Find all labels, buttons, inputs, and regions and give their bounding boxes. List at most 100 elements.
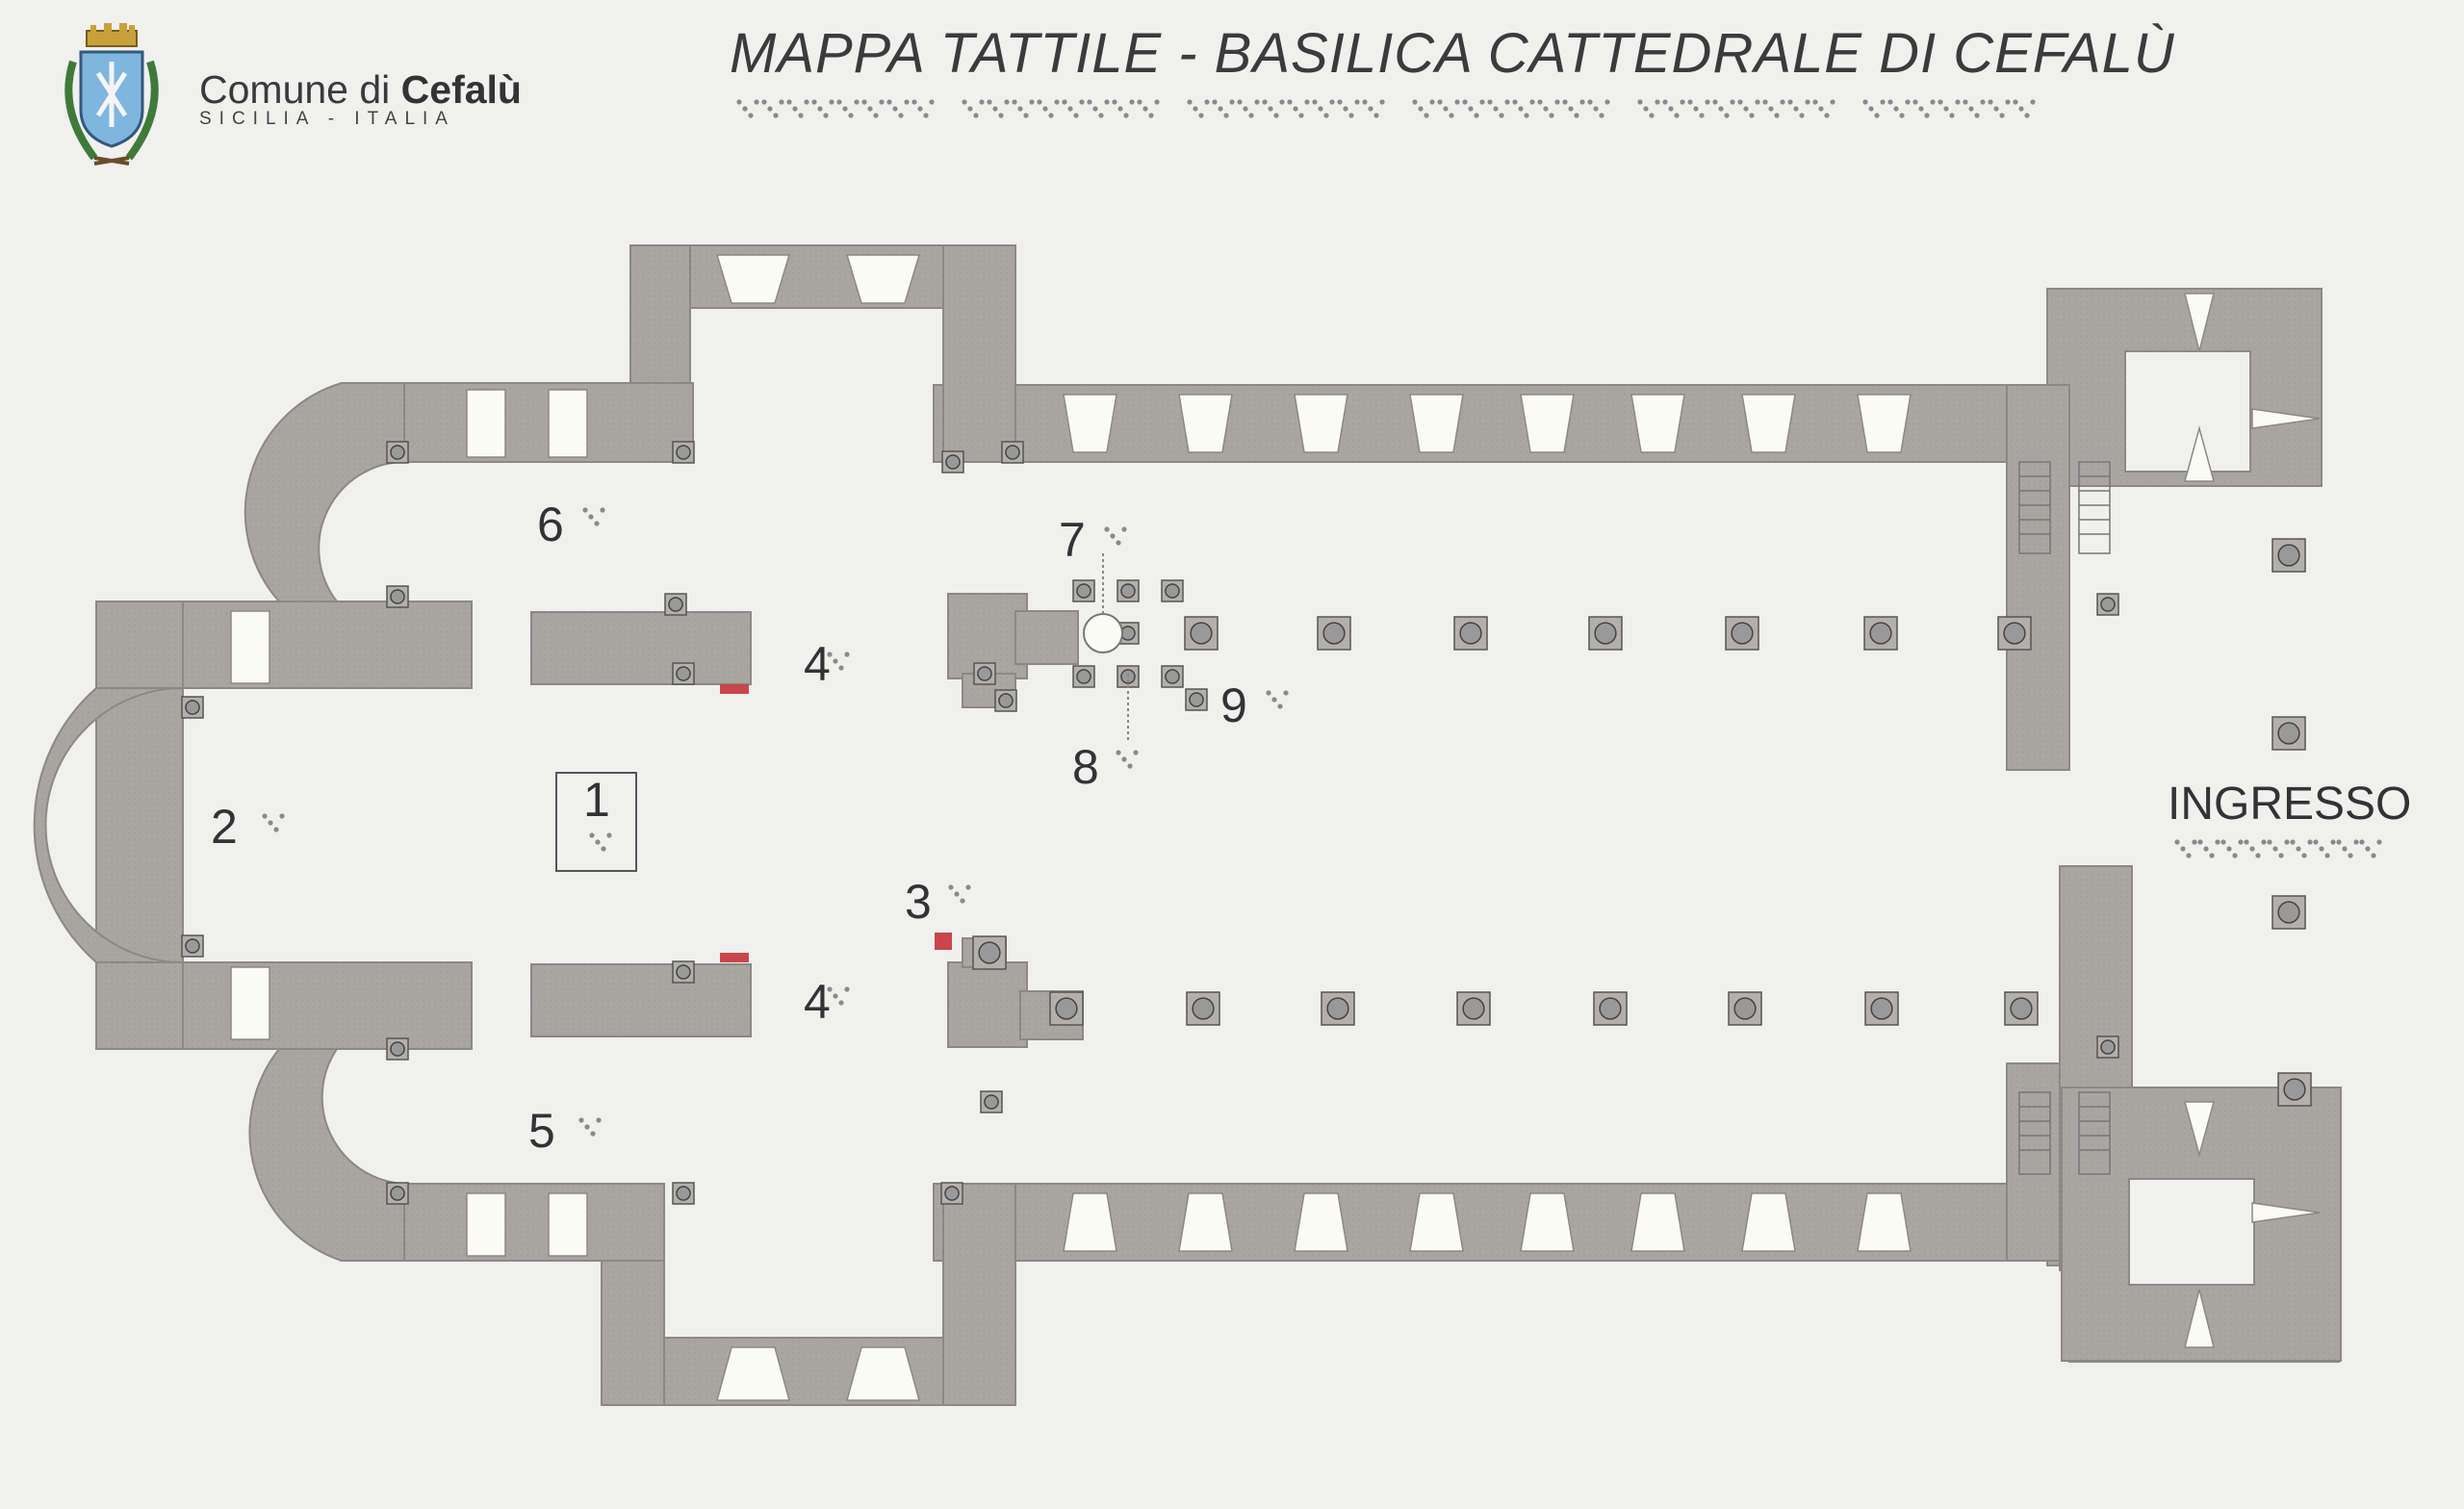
braille-dot bbox=[767, 106, 773, 112]
braille-dot bbox=[1649, 113, 1655, 118]
braille-dot bbox=[2365, 846, 2371, 852]
braille-dot bbox=[1429, 99, 1435, 105]
columns bbox=[181, 441, 2312, 1205]
braille-dot bbox=[1887, 99, 1893, 105]
braille-dot bbox=[1905, 99, 1911, 105]
braille-dot bbox=[2359, 839, 2365, 845]
braille-dot bbox=[1262, 99, 1268, 105]
braille-dot bbox=[1893, 106, 1899, 112]
braille-dot bbox=[1988, 99, 1993, 105]
braille-dot bbox=[987, 99, 992, 105]
braille-dot bbox=[1474, 113, 1479, 118]
braille-dot bbox=[836, 99, 842, 105]
braille-dot bbox=[1273, 113, 1279, 118]
column-shaft bbox=[1322, 622, 1346, 645]
braille-dot bbox=[2324, 853, 2330, 858]
braille-dot bbox=[965, 884, 971, 890]
column-shaft bbox=[1120, 626, 1136, 641]
braille-dot bbox=[1137, 99, 1142, 105]
braille-dot bbox=[992, 106, 998, 112]
braille-dot bbox=[1593, 106, 1599, 112]
column-shaft bbox=[1599, 997, 1622, 1020]
braille-dot bbox=[954, 891, 960, 897]
braille-dot bbox=[1054, 99, 1060, 105]
braille-dot bbox=[1237, 99, 1243, 105]
braille-dot bbox=[1283, 690, 1289, 696]
braille-dot bbox=[2336, 839, 2342, 845]
column-shaft bbox=[1165, 583, 1180, 599]
braille-dot bbox=[2348, 853, 2353, 858]
braille-dot bbox=[268, 820, 273, 826]
braille-dot bbox=[779, 99, 784, 105]
braille-dot bbox=[773, 113, 779, 118]
column-shaft bbox=[390, 1186, 405, 1201]
braille-dot bbox=[1198, 113, 1204, 118]
braille-dot bbox=[2226, 846, 2232, 852]
braille-dot bbox=[998, 113, 1004, 118]
city-crest-icon bbox=[64, 23, 159, 166]
walls bbox=[33, 244, 2342, 1406]
braille-dot bbox=[262, 813, 268, 819]
braille-dot bbox=[1949, 113, 1955, 118]
braille-dot bbox=[1268, 106, 1273, 112]
braille-dot bbox=[2186, 853, 2192, 858]
braille-dot bbox=[967, 106, 973, 112]
braille-title bbox=[736, 99, 2036, 118]
braille-dot bbox=[1362, 99, 1368, 105]
braille-dot bbox=[761, 99, 767, 105]
braille-dot bbox=[1193, 106, 1198, 112]
braille-dot bbox=[1724, 113, 1730, 118]
braille-dot bbox=[879, 99, 885, 105]
braille-dot bbox=[279, 813, 285, 819]
braille-dot bbox=[854, 99, 860, 105]
braille-dot bbox=[1042, 106, 1048, 112]
braille-dot bbox=[1318, 106, 1323, 112]
marker-7-label: 7 bbox=[1059, 513, 1086, 567]
braille-dot bbox=[2174, 839, 2180, 845]
braille-dot bbox=[2261, 839, 2267, 845]
braille-dot bbox=[1187, 99, 1193, 105]
braille-dot bbox=[1830, 99, 1835, 105]
braille-dot bbox=[1092, 106, 1098, 112]
marker-8-label: 8 bbox=[1072, 740, 1099, 794]
braille-dot bbox=[1462, 99, 1468, 105]
braille-dot bbox=[1680, 99, 1685, 105]
braille-dot bbox=[1655, 99, 1660, 105]
braille-dot bbox=[1354, 99, 1360, 105]
braille-dot bbox=[1204, 99, 1210, 105]
braille-dot bbox=[1662, 99, 1668, 105]
braille-dot bbox=[1223, 113, 1229, 118]
column-shaft bbox=[2277, 722, 2300, 745]
braille-dot bbox=[1543, 106, 1549, 112]
braille-dot bbox=[1098, 113, 1104, 118]
braille-dot bbox=[589, 832, 595, 838]
braille-dot bbox=[792, 106, 798, 112]
column-shaft bbox=[390, 589, 405, 604]
braille-dot bbox=[1562, 99, 1568, 105]
braille-dot bbox=[1437, 99, 1443, 105]
braille-dot bbox=[1799, 113, 1805, 118]
braille-dot bbox=[2013, 99, 2018, 105]
altar bbox=[1083, 553, 1129, 741]
braille-dot bbox=[817, 106, 823, 112]
braille-dot bbox=[1287, 99, 1293, 105]
braille-dot bbox=[973, 113, 979, 118]
braille-dot bbox=[1104, 99, 1110, 105]
braille-dot bbox=[1133, 750, 1139, 755]
braille-dot bbox=[1824, 113, 1830, 118]
braille-dot bbox=[1121, 526, 1127, 532]
braille-dot bbox=[2192, 839, 2197, 845]
braille-dot bbox=[1116, 540, 1121, 546]
braille-dot bbox=[601, 846, 606, 852]
column-shaft bbox=[944, 1186, 960, 1201]
column-shaft bbox=[676, 445, 691, 460]
braille-dot bbox=[1004, 99, 1010, 105]
braille-dot bbox=[1999, 113, 2005, 118]
braille-dot bbox=[1248, 113, 1254, 118]
braille-dot bbox=[1487, 99, 1493, 105]
braille-dot bbox=[842, 106, 848, 112]
column-shaft bbox=[185, 700, 200, 715]
braille-dot bbox=[2330, 839, 2336, 845]
braille-dot bbox=[1212, 99, 1218, 105]
braille-dot bbox=[1129, 99, 1135, 105]
